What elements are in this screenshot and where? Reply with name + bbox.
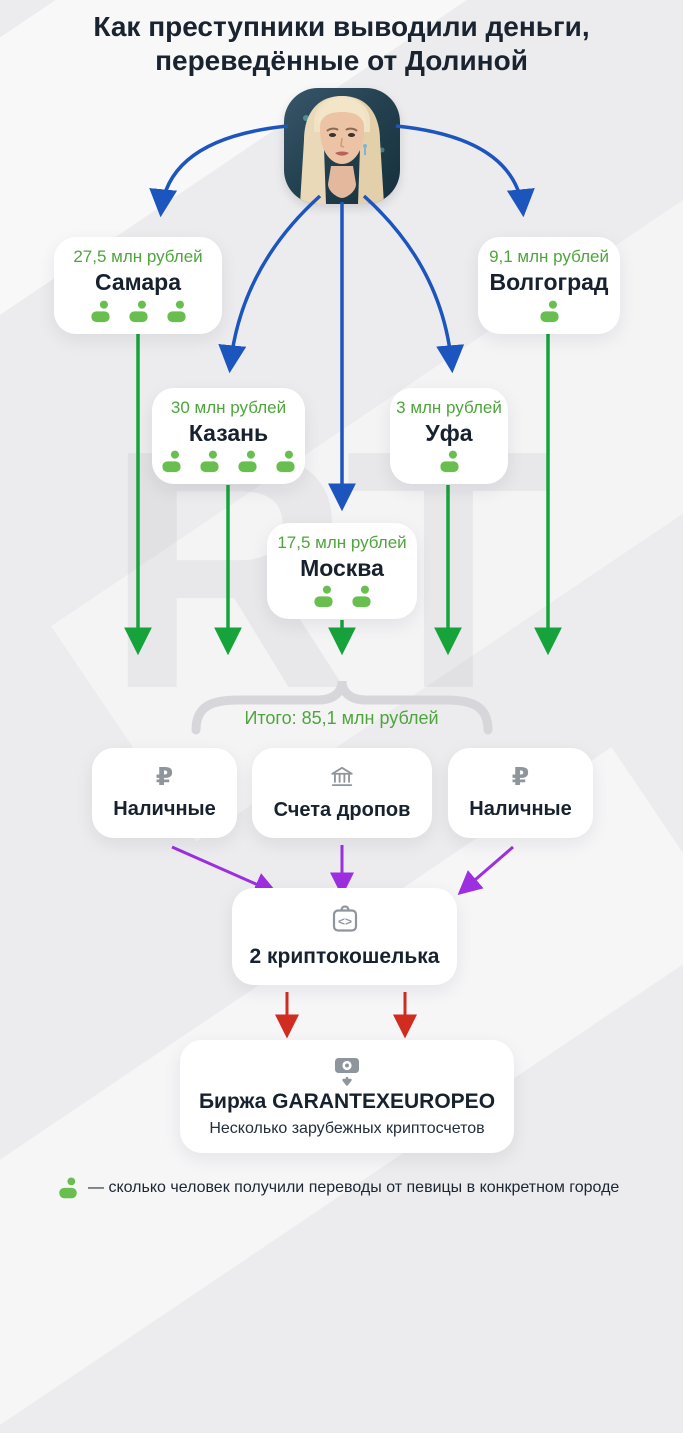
- person-icon: [162, 450, 181, 472]
- city-amount: 17,5 млн рублей: [277, 532, 407, 552]
- method-card-cash-2: ₽ Наличные: [448, 748, 593, 838]
- city-card-volgograd: 9,1 млн рублей Волгоград: [478, 237, 620, 334]
- city-card-ufa: 3 млн рублей Уфа: [390, 388, 508, 484]
- total-amount-label: Итого: 85,1 млн рублей: [244, 708, 439, 728]
- exchange-title: Биржа GARANTEXEUROPEO: [198, 1089, 496, 1113]
- city-name: Москва: [300, 554, 384, 581]
- person-icon: [59, 1177, 77, 1199]
- exchange-card: Биржа GARANTEXEUROPEO Несколько зарубежн…: [180, 1040, 514, 1153]
- person-icon: [276, 450, 295, 472]
- arrow-cash2-to-crypto: [457, 845, 514, 895]
- title-line-1: Как преступники выводили деньги,: [93, 11, 590, 42]
- city-amount: 3 млн рублей: [396, 397, 502, 417]
- city-name: Волгоград: [489, 269, 609, 295]
- ruble-icon: ₽: [155, 762, 174, 791]
- method-label: Наличные: [469, 798, 572, 821]
- arrow-singer-to-volgograd: [395, 124, 535, 218]
- crypto-wallets-label: 2 криптокошелька: [249, 944, 440, 968]
- method-card-drop-accounts: Счета дропов: [252, 748, 432, 838]
- city-card-moscow: 17,5 млн рублей Москва: [267, 523, 417, 619]
- recipients-icons: [437, 448, 462, 474]
- city-card-samara: 27,5 млн рублей Самара: [54, 237, 222, 334]
- recipients-icons: [88, 298, 189, 324]
- method-label: Наличные: [113, 798, 216, 821]
- arrow-singer-to-kazan: [218, 194, 322, 374]
- recipients-icons: [311, 583, 374, 609]
- method-label: Счета дропов: [273, 798, 411, 821]
- person-icon: [539, 300, 559, 322]
- city-card-kazan: 30 млн рублей Казань: [152, 388, 305, 484]
- person-icon: [200, 450, 219, 472]
- person-icon: [238, 450, 257, 472]
- legend-text: — сколько человек получили переводы от п…: [88, 1179, 620, 1196]
- person-icon: [351, 585, 371, 607]
- legend: — сколько человек получили переводы от п…: [56, 1176, 656, 1200]
- city-amount: 9,1 млн рублей: [489, 247, 609, 266]
- wallet-glyph: <>: [337, 915, 351, 929]
- person-icon: [313, 585, 333, 607]
- recipients-icons: [159, 448, 298, 474]
- person-icon: [128, 300, 148, 322]
- ruble-icon: ₽: [511, 762, 530, 791]
- method-card-cash-1: ₽ Наличные: [92, 748, 237, 838]
- recipients-icons: [537, 298, 562, 324]
- city-amount: 27,5 млн рублей: [73, 247, 203, 266]
- city-amount: 30 млн рублей: [170, 397, 287, 417]
- crypto-wallets-card: <> 2 криптокошелька: [232, 888, 457, 985]
- bank-icon: [331, 767, 353, 787]
- crypto-wallet-icon: <>: [332, 905, 357, 932]
- person-icon: [90, 300, 110, 322]
- city-name: Самара: [94, 269, 182, 295]
- exchange-subtitle: Несколько зарубежных криптосчетов: [209, 1119, 485, 1137]
- cash-deposit-icon: [335, 1057, 359, 1086]
- singer-photo: [284, 88, 400, 204]
- arrow-singer-to-moscow-city: [362, 194, 465, 374]
- person-icon: [166, 300, 186, 322]
- title-line-2: переведённые от Долиной: [155, 45, 528, 77]
- city-name: Уфа: [425, 419, 473, 446]
- city-name: Казань: [188, 419, 269, 446]
- page-title: Как преступники выводили деньги, перевед…: [0, 10, 683, 78]
- singer-portrait-illustration: [284, 88, 400, 204]
- arrow-cash1-to-crypto: [171, 845, 279, 896]
- person-icon: [439, 450, 459, 472]
- arrow-singer-to-samara: [149, 124, 289, 218]
